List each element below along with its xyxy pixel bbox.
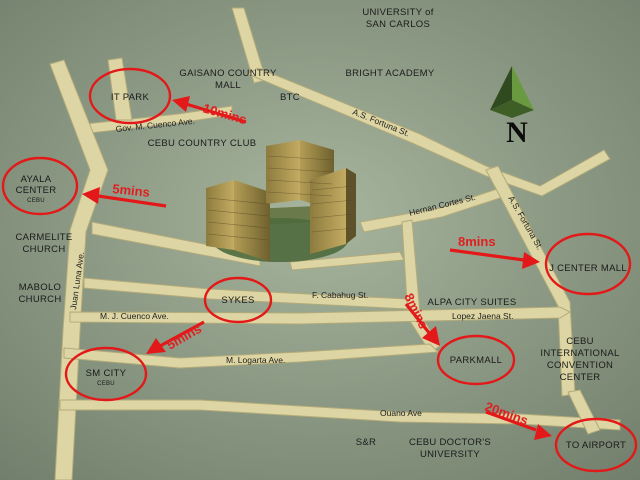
arrowhead-ayala bbox=[82, 187, 100, 204]
label-btc: BTC bbox=[280, 92, 300, 103]
arrowhead-j-center bbox=[522, 252, 540, 269]
destination-airport-label: TO AIRPORT bbox=[566, 440, 626, 451]
label-country-club: CEBU COUNTRY CLUB bbox=[148, 138, 257, 149]
destination-sm-city[interactable]: SM CITY CEBU bbox=[64, 346, 148, 402]
label-doctors-2: UNIVERSITY bbox=[420, 449, 480, 460]
label-gaisano-2: MALL bbox=[215, 80, 241, 91]
destination-it-park-label: IT PARK bbox=[111, 92, 150, 103]
time-j-center: 8mins bbox=[458, 234, 496, 249]
road-logarta bbox=[63, 343, 440, 369]
arrowhead-sm-city bbox=[146, 338, 166, 354]
road-label-mj-cuenco: M. J. Cuenco Ave. bbox=[100, 311, 169, 321]
destination-parkmall-label: PARKMALL bbox=[450, 355, 502, 366]
destination-it-park[interactable]: IT PARK bbox=[88, 67, 172, 125]
road-fortuna-top bbox=[246, 67, 611, 197]
label-university-1: UNIVERSITY of bbox=[362, 7, 433, 18]
destination-sykes-label: SYKES bbox=[221, 295, 254, 306]
destination-j-center-label: J CENTER MALL bbox=[549, 263, 627, 274]
north-arrow-icon: N bbox=[490, 66, 534, 149]
label-university-2: SAN CARLOS bbox=[366, 19, 430, 30]
label-gaisano-1: GAISANO COUNTRY bbox=[179, 68, 277, 79]
label-carmelite-1: CARMELITE bbox=[15, 232, 72, 243]
destination-airport[interactable]: TO AIRPORT bbox=[554, 417, 638, 473]
road-label-lopez: Lopez Jaena St. bbox=[452, 311, 513, 321]
label-convention-1: CEBU bbox=[566, 336, 594, 347]
landmark-labels: UNIVERSITY of SAN CARLOS GAISANO COUNTRY… bbox=[15, 7, 619, 460]
road-label-ouano: Ouano Ave bbox=[380, 408, 422, 418]
road-west-link bbox=[91, 221, 261, 267]
label-carmelite-2: CHURCH bbox=[23, 244, 66, 255]
label-convention-2: INTERNATIONAL bbox=[540, 348, 619, 359]
destination-sm-city-label: SM CITY bbox=[86, 368, 127, 379]
route-j-center: 8mins bbox=[449, 234, 540, 269]
label-mabolo-1: MABOLO bbox=[19, 282, 61, 293]
label-mabolo-2: CHURCH bbox=[19, 294, 62, 305]
destination-sm-city-sub: CEBU bbox=[97, 381, 115, 387]
label-alpa: ALPA CITY SUITES bbox=[428, 297, 517, 308]
road-top-left bbox=[107, 57, 133, 121]
destination-ayala-label: AYALA bbox=[21, 174, 52, 185]
destination-parkmall[interactable]: PARKMALL bbox=[436, 334, 516, 386]
road-network bbox=[49, 7, 621, 480]
destination-markers: IT PARK AYALA CENTER CEBU SYKES SM CITY … bbox=[1, 67, 638, 473]
time-ayala: 5mins bbox=[112, 181, 151, 200]
label-convention-3: CONVENTION bbox=[547, 360, 613, 371]
destination-j-center[interactable]: J CENTER MALL bbox=[544, 232, 632, 296]
destination-ayala-center-label: CENTER bbox=[16, 185, 57, 196]
road-ouano bbox=[59, 399, 621, 431]
compass-letter: N bbox=[506, 116, 528, 149]
destination-sykes[interactable]: SYKES bbox=[203, 276, 273, 324]
arrowhead-airport bbox=[534, 424, 552, 440]
road-mj-cuenco bbox=[69, 306, 572, 325]
road-label-logarta: M. Logarta Ave. bbox=[226, 355, 285, 365]
arrowhead-parkmall bbox=[422, 326, 440, 346]
label-doctors-1: CEBU DOCTOR'S bbox=[409, 437, 491, 448]
label-bright-academy: BRIGHT ACADEMY bbox=[345, 68, 434, 79]
road-building-drive bbox=[289, 251, 405, 271]
hotel-building-complex bbox=[206, 140, 356, 262]
destination-ayala[interactable]: AYALA CENTER CEBU bbox=[1, 156, 79, 216]
road-juan-luna bbox=[49, 59, 109, 480]
label-convention-4: CENTER bbox=[560, 372, 601, 383]
arrowhead-it-park bbox=[172, 96, 190, 112]
label-snr: S&R bbox=[356, 437, 376, 448]
route-ayala: 5mins bbox=[82, 181, 167, 208]
destination-ayala-sub: CEBU bbox=[27, 198, 45, 204]
road-label-cabahug: F. Cabahug St. bbox=[312, 290, 368, 300]
